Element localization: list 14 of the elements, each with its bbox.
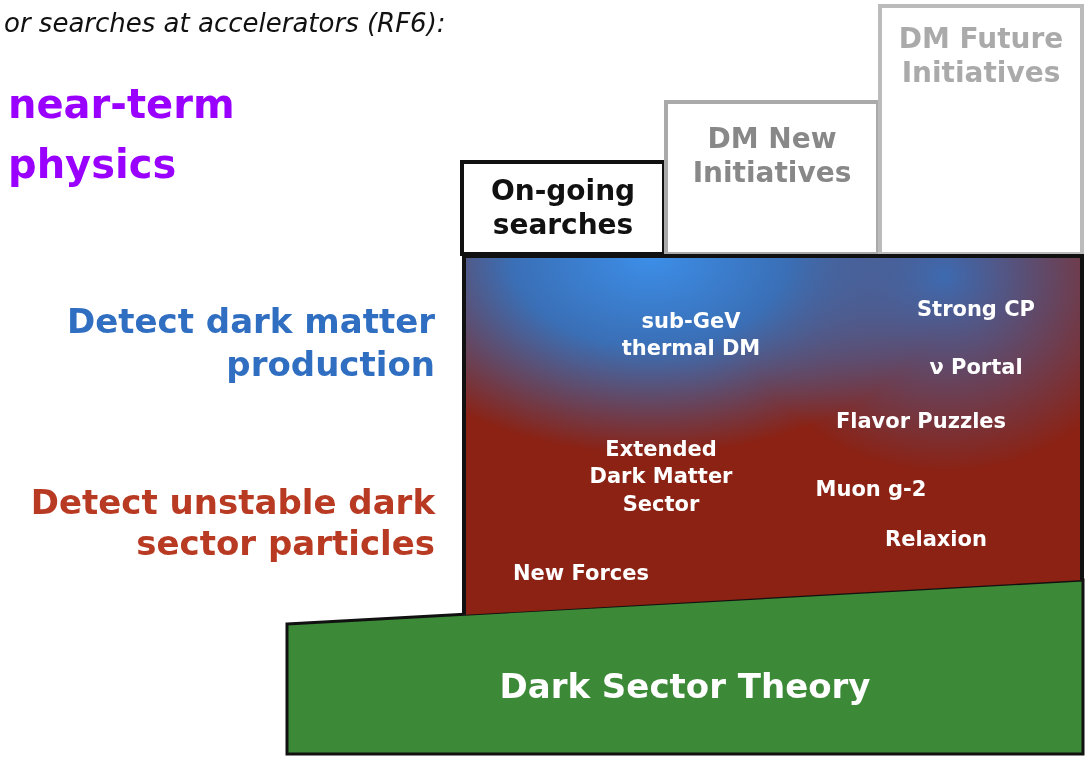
goal-label: Detect unstable dark sector particles (29, 482, 435, 564)
topic-label: New Forces (512, 560, 650, 587)
topic-label: Flavor Puzzles (834, 408, 1008, 435)
topic-label: ν Portal (928, 354, 1024, 381)
topic-label: Muon g-2 (814, 476, 928, 503)
base-title: Dark Sector Theory (498, 666, 872, 706)
heading: near-term physics (8, 80, 236, 189)
topic-label: Relaxion (884, 526, 988, 553)
topic-label: Strong CP (915, 296, 1036, 323)
topic-label: Extended Dark Matter Sector (588, 436, 734, 518)
goal-label: Detect dark matter production (65, 300, 435, 385)
subtitle: or searches at accelerators (RF6): (4, 8, 446, 38)
topic-label: sub-GeV thermal DM (620, 308, 762, 363)
theme-panel (462, 254, 1084, 615)
